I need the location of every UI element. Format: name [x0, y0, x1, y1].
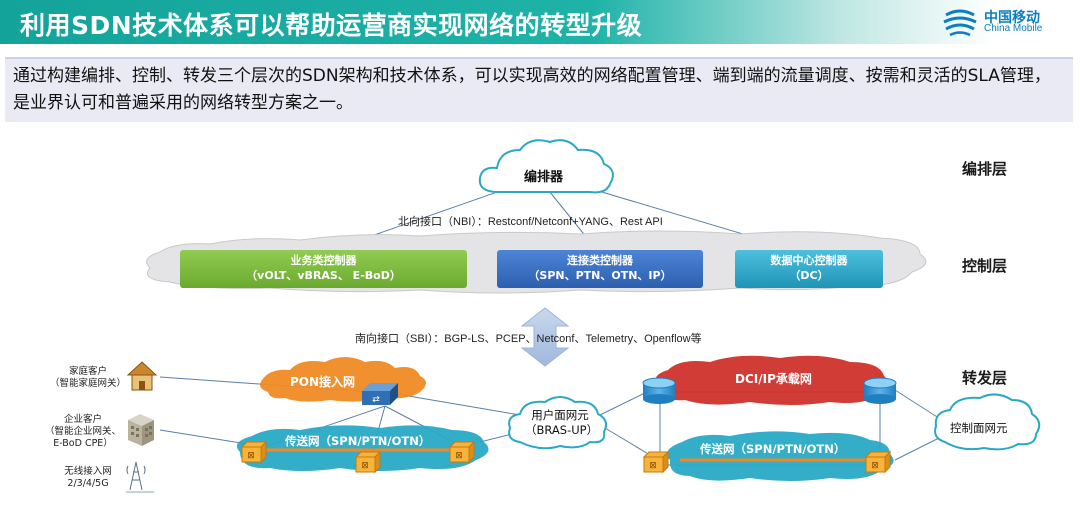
- client-wireless-gens: 2/3/4/5G: [67, 478, 109, 489]
- dc-controller: 数据中心控制器 （DC）: [735, 250, 883, 288]
- house-icon: [126, 361, 158, 391]
- dc-controller-scope: （DC）: [789, 269, 829, 282]
- client-enterprise-name: 企业客户: [63, 414, 102, 425]
- business-controller-title: 业务类控制器: [290, 254, 357, 267]
- cp-element-label: 控制面网元: [950, 421, 1008, 435]
- transport-left-label: 传送网（SPN/PTN/OTN）: [285, 434, 431, 448]
- connection-controller: 连接类控制器 （SPN、PTN、OTN、IP）: [497, 250, 703, 288]
- intro-text: 通过构建编排、控制、转发三个层次的SDN架构和技术体系，可以实现高效的网络配置管…: [13, 66, 1051, 113]
- client-home: 家庭客户 （智能家庭网关）: [48, 366, 128, 390]
- database-icon-left: [642, 377, 676, 404]
- client-home-device: （智能家庭网关）: [49, 378, 126, 389]
- title-bar: 利用SDN技术体系可以帮助运营商实现网络的转型升级 中国移动 China Mob…: [0, 0, 1080, 44]
- svg-text:⊠: ⊠: [247, 451, 255, 461]
- logo-en-text: China Mobile: [984, 23, 1043, 34]
- dci-label: DCI/IP承载网: [735, 372, 812, 386]
- svg-text:⇄: ⇄: [372, 395, 380, 405]
- logo-cn-text: 中国移动: [984, 10, 1040, 26]
- business-controller: 业务类控制器 （vOLT、vBRAS、 E-BoD）: [180, 250, 467, 288]
- orchestrator-label: 编排器: [524, 170, 564, 185]
- layer-label-orchestration: 编排层: [962, 160, 1008, 178]
- layer-label-forwarding: 转发层: [962, 369, 1008, 387]
- client-wireless: 无线接入网 2/3/4/5G: [50, 466, 126, 490]
- sbi-arrow: [520, 307, 570, 367]
- svg-text:⊠: ⊠: [871, 461, 879, 471]
- page-title: 利用SDN技术体系可以帮助运营商实现网络的转型升级: [20, 11, 643, 40]
- logo-icon: [943, 9, 977, 37]
- client-wireless-name: 无线接入网: [64, 466, 112, 477]
- pon-label: PON接入网: [290, 375, 356, 389]
- transport-node-icons: ⊠ ⊠ ⊠ ⊠ ⊠: [240, 440, 892, 474]
- layer-label-control: 控制层: [962, 257, 1008, 275]
- transport-right-label: 传送网（SPN/PTN/OTN）: [700, 442, 846, 456]
- nbi-label: 北向接口（NBI）：Restconf/Netconf+YANG、Rest API: [398, 216, 663, 228]
- client-enterprise-device-2: E-BoD CPE）: [53, 438, 113, 449]
- cp-element-cloud: [934, 393, 1041, 451]
- connection-controller-title: 连接类控制器: [567, 254, 633, 267]
- transport-cloud-left: [236, 425, 489, 471]
- sdn-architecture-diagram: ⇄ ⊠ ⊠ ⊠ ⊠ ⊠: [0, 130, 1080, 509]
- bras-up-label-line1: 用户面网元: [531, 408, 589, 422]
- bras-up-label-line2: （BRAS-UP）: [525, 423, 599, 437]
- svg-text:⊠: ⊠: [455, 451, 463, 461]
- diagram-canvas: ⇄ ⊠ ⊠ ⊠ ⊠ ⊠: [126, 139, 1041, 493]
- database-icon-right: [863, 377, 897, 404]
- client-enterprise: 企业客户 （智能企业网关、 E-BoD CPE）: [40, 414, 126, 450]
- svg-text:⊠: ⊠: [361, 461, 369, 471]
- transport-cloud-right: [666, 431, 894, 481]
- bras-up-cloud: [508, 396, 607, 450]
- intro-box: 通过构建编排、控制、转发三个层次的SDN架构和技术体系，可以实现高效的网络配置管…: [5, 57, 1073, 122]
- business-controller-scope: （vOLT、vBRAS、 E-BoD）: [246, 269, 401, 282]
- orchestrator-cloud: [478, 139, 614, 194]
- client-home-name: 家庭客户: [68, 366, 107, 377]
- sbi-label: 南向接口（SBI）：BGP-LS、PCEP、Netconf、Telemetry、…: [355, 333, 702, 345]
- china-mobile-logo: 中国移动 China Mobile: [940, 5, 1070, 39]
- dci-cloud: [655, 355, 889, 405]
- svg-text:⊠: ⊠: [649, 461, 657, 471]
- building-icon: [128, 414, 154, 446]
- antenna-icon: [126, 461, 154, 493]
- bras-up-label: 用户面网元 （BRAS-UP）: [525, 408, 599, 438]
- connection-controller-scope: （SPN、PTN、OTN、IP）: [528, 269, 672, 282]
- router-icon: ⇄: [362, 383, 398, 405]
- client-enterprise-device: （智能企业网关、: [44, 426, 121, 437]
- dc-controller-title: 数据中心控制器: [770, 254, 848, 267]
